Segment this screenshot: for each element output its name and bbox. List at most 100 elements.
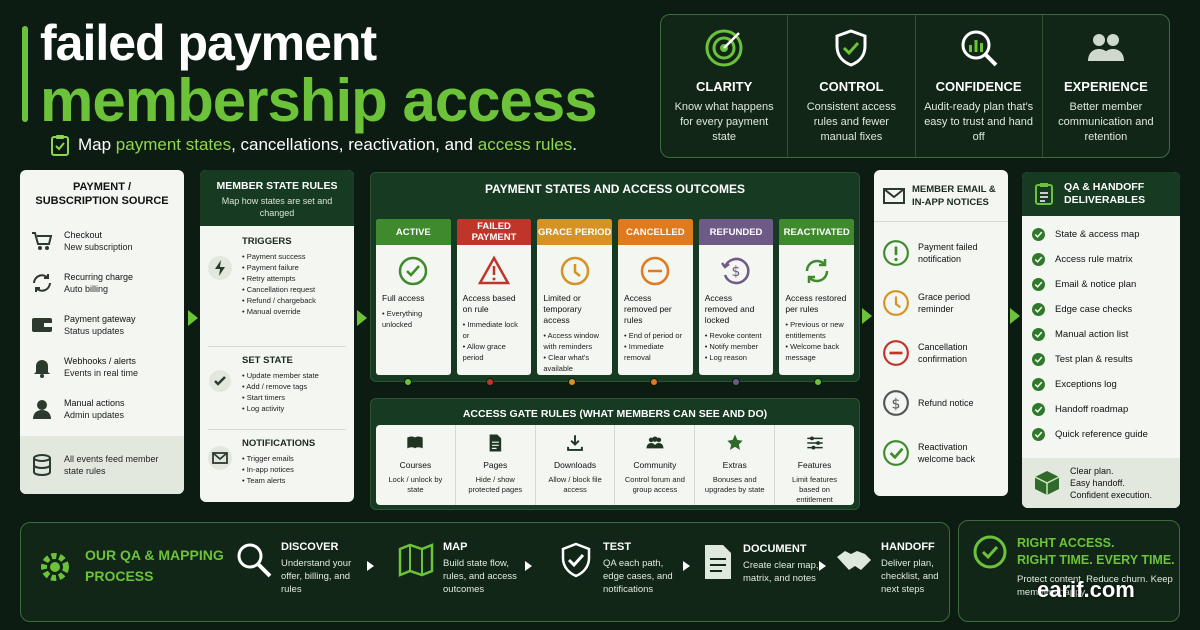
shield-check-icon xyxy=(835,29,867,67)
check-circle-icon xyxy=(1032,428,1045,441)
check-circle-icon xyxy=(973,535,1007,569)
deliverable-label: Exceptions log xyxy=(1055,379,1117,390)
connector-dot xyxy=(486,378,494,386)
svg-text:$: $ xyxy=(732,264,741,280)
svg-text:$: $ xyxy=(892,396,901,412)
check-circle-icon xyxy=(1032,278,1045,291)
dollar-circle-icon: $ xyxy=(883,390,909,416)
notice-item: Cancellation confirmation xyxy=(882,328,1000,378)
deliverable-item: State & access map xyxy=(1032,222,1170,247)
rules-title: MEMBER STATE RULES xyxy=(216,180,338,192)
deliverable-label: Test plan & results xyxy=(1055,354,1133,365)
check-circle-icon xyxy=(209,370,231,392)
clock-icon xyxy=(560,256,589,286)
rule-list-item: Team alerts xyxy=(242,475,315,486)
state-bullet: Revoke content xyxy=(705,330,768,341)
state-bullet: Clear what's available xyxy=(543,352,606,374)
rules-subtitle: Map how states are set and changed xyxy=(221,196,333,218)
deliverable-item: Test plan & results xyxy=(1032,347,1170,372)
page-title: failed payment xyxy=(40,15,377,71)
states-title: PAYMENT STATES AND ACCESS OUTCOMES xyxy=(484,182,746,196)
title-accent-bar xyxy=(22,26,28,122)
notice-label: Reactivation welcome back xyxy=(918,442,976,464)
notices-title: MEMBER EMAIL & IN-APP NOTICES xyxy=(912,183,996,208)
refund-icon: $ xyxy=(721,257,750,285)
tagline-line1: RIGHT ACCESS. xyxy=(1017,536,1115,550)
connector-dot xyxy=(568,378,576,386)
state-bullet: Notify member xyxy=(705,341,768,352)
deliverable-item: Access rule matrix xyxy=(1032,247,1170,272)
tagline-panel: RIGHT ACCESS. RIGHT TIME. EVERY TIME. Pr… xyxy=(958,520,1180,622)
notice-item: Payment failed notification xyxy=(882,228,1000,278)
handshake-icon xyxy=(837,551,871,570)
check-circle-icon xyxy=(1032,403,1045,416)
state-bullets: Revoke contentNotify memberLog reason xyxy=(699,326,774,363)
deliverable-item: Quick reference guide xyxy=(1032,422,1170,447)
benefit-confidence: CONFIDENCE Audit-ready plan that's easy … xyxy=(916,15,1043,157)
minus-circle-icon xyxy=(883,340,909,366)
payment-states-panel: PAYMENT STATES AND ACCESS OUTCOMES ACTIV… xyxy=(370,172,860,382)
payment-source-title: PAYMENT / SUBSCRIPTION SOURCE xyxy=(35,181,169,207)
connector-dot xyxy=(404,378,412,386)
arrow-right xyxy=(819,561,826,571)
state-outcome: Access based on rule xyxy=(462,293,516,314)
rule-list-item: In-app notices xyxy=(242,464,315,475)
state-bullet: Everything unlocked xyxy=(382,308,445,330)
state-bullets: Immediate lock orAllow grace period xyxy=(457,315,532,363)
clipboard-icon xyxy=(1035,183,1053,205)
rule-list-item: Payment success xyxy=(242,251,316,262)
benefit-experience: EXPERIENCE Better member communication a… xyxy=(1043,15,1169,157)
check-circle-icon xyxy=(1032,253,1045,266)
state-bullets: Everything unlocked xyxy=(376,304,451,330)
notice-item: Reactivation welcome back xyxy=(882,428,1000,478)
cart-icon xyxy=(32,232,53,250)
deliverable-label: Edge case checks xyxy=(1055,304,1133,315)
deliverables-title: QA & HANDOFF DELIVERABLES xyxy=(1064,181,1146,206)
rule-list-item: Start timers xyxy=(242,392,319,403)
clock-icon xyxy=(883,290,909,316)
gate-desc: Allow / block file access xyxy=(548,475,602,494)
rules-set-state: SET STATE Update member stateAdd / remov… xyxy=(200,347,354,429)
state-chip: GRACE PERIOD xyxy=(537,219,613,245)
rule-list-item: Refund / chargeback xyxy=(242,295,316,306)
deliverables-footer: Clear plan.Easy handoff.Confident execut… xyxy=(1022,458,1180,508)
state-chip: CANCELLED xyxy=(618,219,693,245)
gate-name: Downloads xyxy=(554,460,597,470)
minus-circle-icon xyxy=(641,256,670,286)
rules-triggers: TRIGGERS Payment successPayment failureR… xyxy=(200,226,354,346)
deliverable-item: Email & notice plan xyxy=(1032,272,1170,297)
arrow-right xyxy=(525,561,532,571)
notice-label: Grace period reminder xyxy=(918,292,971,314)
arrow-right xyxy=(188,310,198,326)
magnifier-chart-icon xyxy=(961,30,998,67)
arrow-right xyxy=(862,308,872,324)
connector-dot xyxy=(814,378,822,386)
box-icon xyxy=(1034,471,1060,495)
map-icon xyxy=(398,543,434,577)
check-circle-icon xyxy=(1032,353,1045,366)
notice-label: Cancellation confirmation xyxy=(918,342,968,364)
connector-dot xyxy=(732,378,740,386)
state-chip: ACTIVE xyxy=(376,219,451,245)
state-outcome: Access removed per rules xyxy=(624,293,672,325)
state-card-refunded: REFUNDED$Access removed and lockedRevoke… xyxy=(698,219,774,375)
arrow-right xyxy=(1010,308,1020,324)
benefit-clarity: CLARITY Know what happens for every paym… xyxy=(661,15,789,157)
state-bullet: Log reason xyxy=(705,352,768,363)
state-chip: REFUNDED xyxy=(698,219,774,245)
rule-list-item: Update member state xyxy=(242,370,319,381)
gate-desc: Bonuses and upgrades by state xyxy=(704,475,765,494)
gate-name: Features xyxy=(797,460,832,470)
state-bullet: Previous or new entitlements xyxy=(785,319,848,341)
